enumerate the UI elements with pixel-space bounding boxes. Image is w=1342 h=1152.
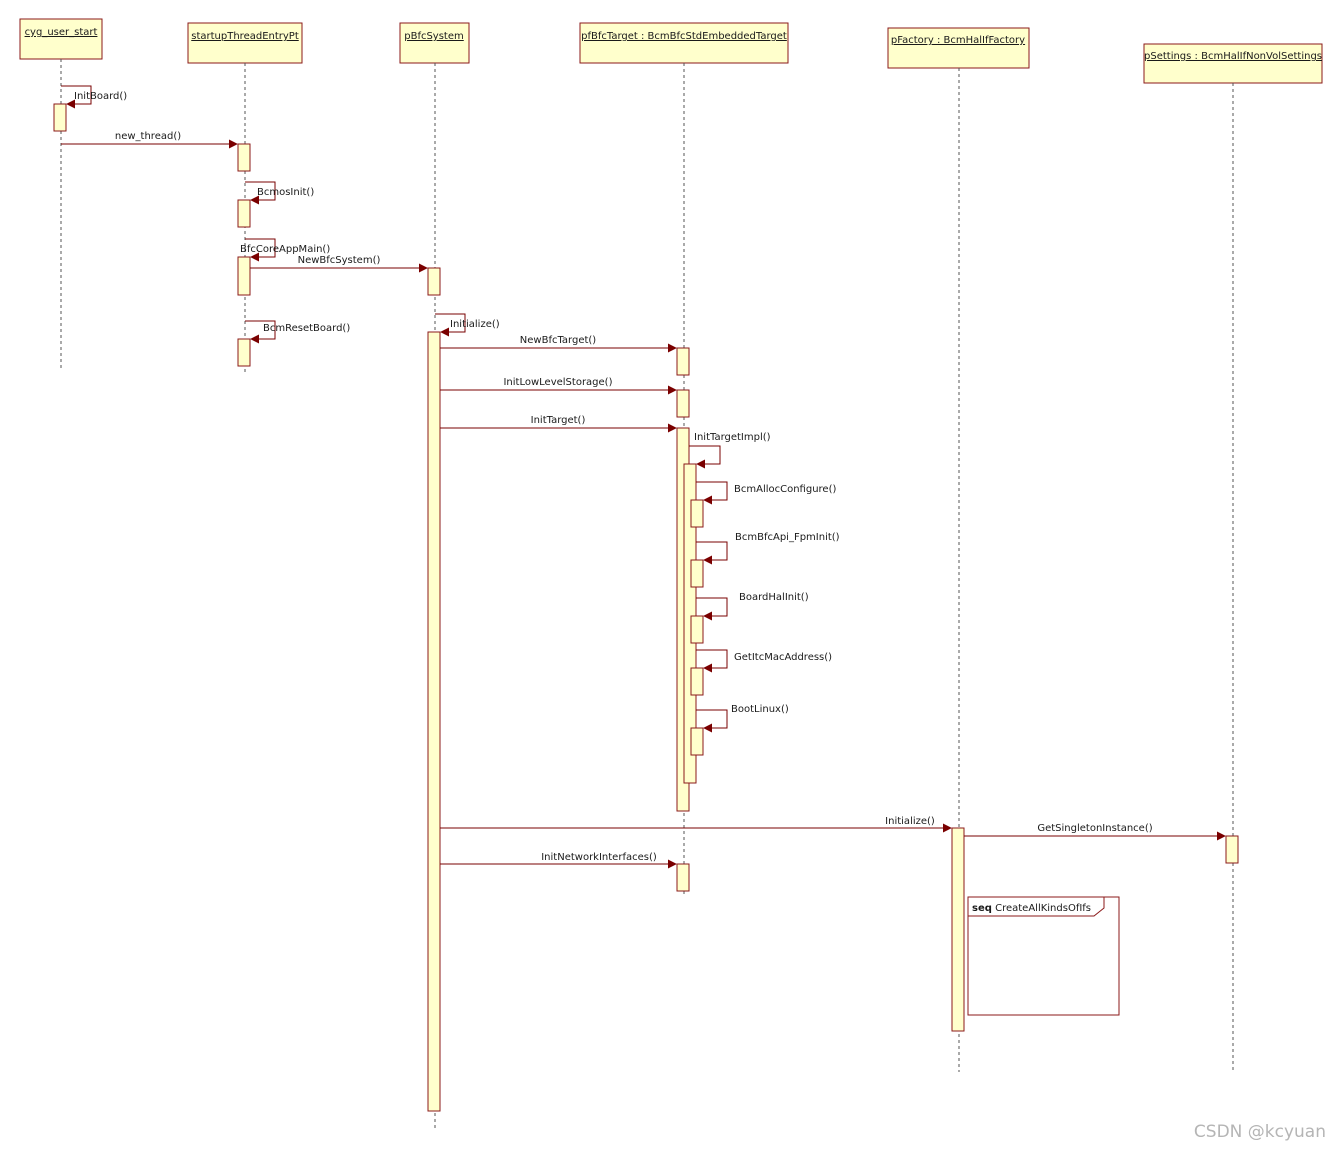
activation-bar [690, 499, 704, 528]
message-bcmosinit: BcmosInit() [245, 181, 314, 205]
frame-label: seq CreateAllKindsOfIfs [972, 903, 1091, 914]
message-label: BfcCoreAppMain() [240, 244, 330, 255]
activation-bar [690, 615, 704, 644]
message-initboard: InitBoard() [61, 85, 127, 109]
message-label: NewBfcTarget() [520, 335, 597, 346]
message-bootlinux: BootLinux() [696, 704, 789, 733]
frame-name: CreateAllKindsOfIfs [995, 903, 1091, 914]
message-bcmbfcapi-fpminit: BcmBfcApi_FpmInit() [696, 532, 840, 565]
message-inittarget: InitTarget() [440, 415, 677, 433]
message-initnetworkinterfaces: InitNetworkInterfaces() [440, 852, 677, 869]
message-label: InitNetworkInterfaces() [541, 852, 657, 863]
activation-bar [237, 143, 251, 172]
activation-bar [1225, 835, 1239, 864]
message-boardhalinit: BoardHalInit() [696, 592, 809, 621]
activation-bar [676, 389, 690, 418]
message-getsingletoninstance: GetSingletonInstance() [964, 823, 1226, 841]
lifeline-header-pbfcsystem: pBfcSystem [399, 22, 470, 64]
message-label: InitLowLevelStorage() [503, 377, 612, 388]
lifeline-label: cyg_user_start [25, 27, 98, 38]
lifeline-label: pfBfcTarget : BcmBfcStdEmbeddedTarget [581, 31, 787, 42]
frame-keyword: seq [972, 903, 992, 914]
activation-bar [951, 827, 965, 1032]
message-label: BcmResetBoard() [263, 323, 350, 334]
message-label: InitTargetImpl() [694, 432, 771, 443]
lifeline-header-pfactory: pFactory : BcmHalIfFactory [887, 27, 1030, 69]
message-label: InitBoard() [74, 91, 127, 102]
activation-bar [690, 559, 704, 588]
lifeline-label: startupThreadEntryPt [191, 31, 299, 42]
message-label: new_thread() [115, 131, 181, 142]
activation-bar [237, 199, 251, 228]
combined-fragment-frame: seq CreateAllKindsOfIfs [967, 896, 1120, 1016]
message-initialize-factory: Initialize() [440, 816, 952, 833]
message-label: BcmBfcApi_FpmInit() [735, 532, 840, 543]
message-initlowlevelstorage: InitLowLevelStorage() [440, 377, 677, 395]
watermark: CSDN @kcyuan [1193, 1122, 1326, 1142]
activation-bar [427, 267, 441, 296]
activation-bar [690, 667, 704, 696]
message-label: BcmAllocConfigure() [734, 484, 836, 495]
lifeline-header-psettings: pSettings : BcmHalIfNonVolSettings [1143, 43, 1323, 84]
message-bfccoreappmain: BfcCoreAppMain() [240, 238, 330, 262]
message-label: Initialize() [885, 816, 935, 827]
activation-bar [690, 727, 704, 756]
message-label: GetItcMacAddress() [734, 652, 832, 663]
lifeline-header-pfbfctarget: pfBfcTarget : BcmBfcStdEmbeddedTarget [579, 22, 789, 64]
message-inittargetimpl: InitTargetImpl() [689, 432, 771, 469]
message-newbfcsystem: NewBfcSystem() [250, 255, 428, 273]
lifeline-label: pBfcSystem [404, 31, 464, 42]
message-label: InitTarget() [531, 415, 586, 426]
message-label: BcmosInit() [257, 187, 314, 198]
message-initialize-self: Initialize() [435, 313, 500, 337]
lifeline-header-startup-thread: startupThreadEntryPt [187, 22, 303, 64]
message-label: BootLinux() [731, 704, 789, 715]
activation-bar [676, 347, 690, 376]
message-bcmallocconfigure: BcmAllocConfigure() [696, 481, 836, 505]
activation-bar [237, 338, 251, 367]
message-label: Initialize() [450, 319, 500, 330]
lifeline-label: pFactory : BcmHalIfFactory [891, 35, 1025, 46]
activation-bar [53, 103, 67, 132]
message-label: BoardHalInit() [739, 592, 809, 603]
message-label: GetSingletonInstance() [1037, 823, 1152, 834]
lifeline-label: pSettings : BcmHalIfNonVolSettings [1144, 51, 1322, 62]
activation-bar [427, 331, 441, 1112]
message-new-thread: new_thread() [61, 131, 238, 149]
lifeline-header-cyg-user-start: cyg_user_start [19, 18, 103, 60]
message-label: NewBfcSystem() [298, 255, 381, 266]
activation-bar [676, 863, 690, 892]
message-bcmresetboard: BcmResetBoard() [245, 320, 350, 344]
message-getitcmacaddress: GetItcMacAddress() [696, 649, 832, 673]
message-newbfctarget: NewBfcTarget() [440, 335, 677, 353]
activation-bar [237, 256, 251, 296]
